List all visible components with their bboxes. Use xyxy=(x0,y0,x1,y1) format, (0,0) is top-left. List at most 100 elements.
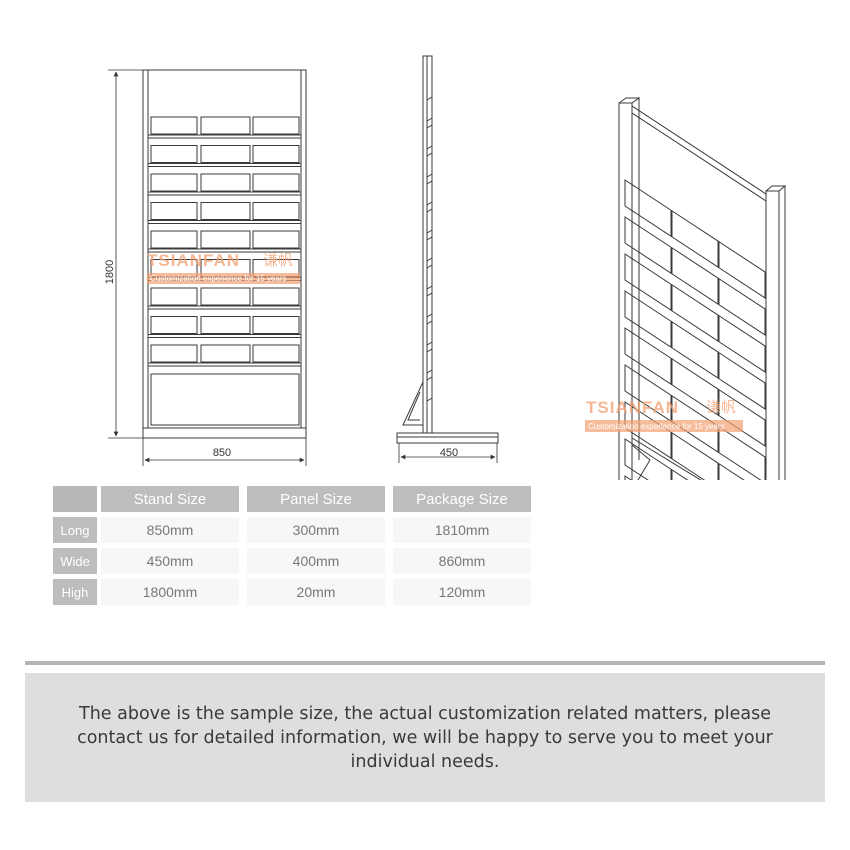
front-slat xyxy=(147,191,302,196)
persp-watermark: TSIANFAN 谦帆 Customization experience for… xyxy=(585,398,743,432)
row-header-high: High xyxy=(53,579,97,605)
side-view xyxy=(396,55,499,444)
front-tile xyxy=(252,202,300,220)
front-tile xyxy=(150,344,198,363)
front-tile xyxy=(252,173,300,192)
side-tick xyxy=(426,124,433,150)
persp-tile xyxy=(718,314,766,373)
row-header-wide: Wide xyxy=(53,548,97,574)
row-header-long: Long xyxy=(53,517,97,543)
col-header-panel-size: Panel Size xyxy=(247,486,385,512)
front-tile xyxy=(252,316,300,334)
front-watermark-tag-bg xyxy=(147,273,300,284)
front-slat xyxy=(147,334,302,338)
front-tile xyxy=(150,230,198,249)
persp-tile xyxy=(671,283,719,343)
front-tile xyxy=(252,116,300,135)
persp-tile xyxy=(671,468,689,480)
side-brace xyxy=(402,381,424,426)
front-tile xyxy=(200,116,251,135)
side-depth-label: 450 xyxy=(440,447,458,459)
front-tile xyxy=(252,230,300,249)
persp-tile xyxy=(718,388,766,447)
front-tile xyxy=(200,173,251,192)
cell-wide-package: 860mm xyxy=(393,548,531,574)
front-watermark-brand: TSIANFAN xyxy=(147,251,240,270)
size-table-header: Stand Size Panel Size Package Size xyxy=(53,486,535,512)
persp-tile xyxy=(624,216,672,275)
front-width-label: 850 xyxy=(213,447,231,459)
note-text: The above is the sample size, the actual… xyxy=(77,703,773,772)
front-tile xyxy=(150,316,198,334)
side-tick xyxy=(426,264,433,290)
front-watermark-cjk: 谦帆 xyxy=(263,251,293,269)
front-tile xyxy=(200,145,251,163)
front-tile xyxy=(200,230,251,249)
persp-tile xyxy=(671,246,719,306)
front-slat xyxy=(147,134,302,139)
persp-tile xyxy=(671,320,719,380)
persp-left-brace xyxy=(631,444,651,480)
persp-tile xyxy=(624,179,672,238)
front-tile xyxy=(150,173,198,192)
side-tick xyxy=(426,320,433,346)
side-tick xyxy=(426,236,433,262)
technical-drawings: 1800 850 TSIANFAN 谦帆 Customization exper… xyxy=(104,55,787,480)
front-tile xyxy=(252,287,300,306)
side-panel-ticks xyxy=(426,96,433,402)
cell-wide-panel: 400mm xyxy=(247,548,385,574)
front-tile xyxy=(150,145,198,163)
side-tick xyxy=(426,180,433,206)
side-tick xyxy=(426,348,433,374)
front-tile xyxy=(150,116,198,135)
persp-tile xyxy=(624,438,672,480)
front-slat xyxy=(147,305,302,310)
front-height-label: 1800 xyxy=(104,260,116,284)
persp-tile xyxy=(671,209,719,269)
cell-high-panel: 20mm xyxy=(247,579,385,605)
front-dimension-height xyxy=(108,69,143,439)
side-tick xyxy=(426,208,433,234)
front-tile xyxy=(252,145,300,163)
persp-watermark-tag-bg xyxy=(585,420,743,432)
persp-tile xyxy=(718,351,766,410)
cell-long-package: 1810mm xyxy=(393,517,531,543)
persp-tile xyxy=(671,431,719,480)
persp-tile xyxy=(671,394,719,454)
persp-tile xyxy=(624,253,672,312)
perspective-view xyxy=(618,97,787,480)
front-watermark-tag: Customization experience for 15 years xyxy=(150,274,287,283)
table-row: Wide 450mm 400mm 860mm xyxy=(53,548,535,574)
front-tile xyxy=(150,202,198,220)
persp-tile xyxy=(718,240,766,299)
front-tile xyxy=(200,202,251,220)
front-tile xyxy=(150,287,198,306)
table-row: High 1800mm 20mm 120mm xyxy=(53,579,535,605)
cell-wide-stand: 450mm xyxy=(101,548,239,574)
size-table: Stand Size Panel Size Package Size Long … xyxy=(53,486,535,610)
persp-left-post xyxy=(618,102,633,480)
persp-tile xyxy=(624,290,672,349)
cell-high-stand: 1800mm xyxy=(101,579,239,605)
persp-watermark-tag: Customization experience for 15 years xyxy=(588,422,725,431)
side-base xyxy=(396,432,499,444)
front-slat xyxy=(147,163,302,167)
front-slat xyxy=(147,362,302,367)
front-watermark: TSIANFAN 谦帆 Customization experience for… xyxy=(147,251,300,284)
note-box: The above is the sample size, the actual… xyxy=(25,673,825,802)
front-frame-outer xyxy=(142,69,307,439)
front-tile xyxy=(200,287,251,306)
cell-high-package: 120mm xyxy=(393,579,531,605)
cell-long-panel: 300mm xyxy=(247,517,385,543)
front-tile xyxy=(200,316,251,334)
persp-tile xyxy=(718,462,745,480)
front-dimension-width xyxy=(142,438,307,466)
col-header-stand-size: Stand Size xyxy=(101,486,239,512)
front-lower-panel xyxy=(150,373,300,426)
table-row: Long 850mm 300mm 1810mm xyxy=(53,517,535,543)
persp-tile xyxy=(624,327,672,386)
col-header-package-size: Package Size xyxy=(393,486,531,512)
front-tiles xyxy=(150,116,300,363)
size-table-corner xyxy=(53,486,97,512)
front-tile xyxy=(200,344,251,363)
